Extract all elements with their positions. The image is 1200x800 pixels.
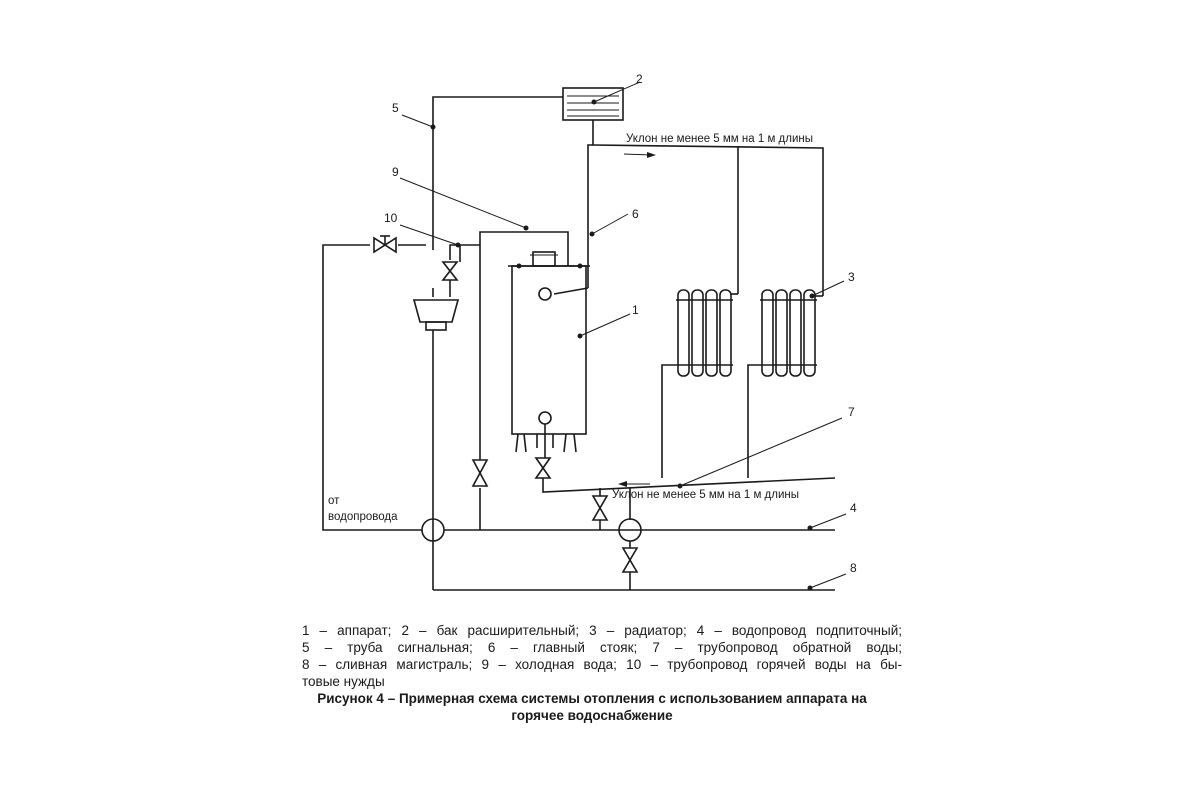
legend-line: товые нужды — [302, 674, 385, 689]
valve-symbol — [534, 457, 552, 479]
callout-1: 1 — [632, 303, 639, 317]
supply-line-top — [592, 144, 824, 297]
water-supply-label-line2: водопровода — [328, 511, 398, 523]
leader-lines — [399, 81, 847, 591]
legend-line: 1 – аппарат; 2 – бак расширительный; 3 –… — [302, 623, 902, 638]
callout-6: 6 — [632, 207, 639, 221]
flow-arrow-top — [623, 152, 656, 158]
callout-8: 8 — [850, 561, 857, 575]
figure-legend: 1 – аппарат; 2 – бак расширительный; 3 –… — [302, 622, 902, 724]
water-supply-pipe — [322, 244, 426, 531]
callout-2: 2 — [636, 72, 643, 86]
valve-symbol — [373, 235, 397, 254]
callout-4: 4 — [850, 501, 857, 515]
valve-symbol — [441, 261, 459, 281]
callout-10: 10 — [384, 211, 398, 225]
water-supply-label-line1: от — [328, 495, 340, 507]
main-riser — [553, 120, 594, 295]
return-line — [542, 364, 836, 493]
cold-water-pipe — [479, 231, 569, 266]
slope-note-bottom: Уклон не менее 5 мм на 1 м длины — [612, 489, 799, 501]
makeup-water-line — [421, 518, 835, 542]
drain-connector — [599, 488, 642, 590]
figure-caption-line1: Рисунок 4 – Примерная схема системы отоп… — [317, 691, 867, 706]
figure-caption-line2: горячее водоснабжение — [511, 708, 673, 723]
callout-9: 9 — [392, 165, 399, 179]
callout-5: 5 — [392, 101, 399, 115]
valve-symbol — [471, 459, 489, 487]
valve-symbol — [591, 495, 609, 521]
flow-arrow-bottom — [618, 481, 650, 487]
signal-pipe — [432, 96, 563, 297]
slope-note-top: Уклон не менее 5 мм на 1 м длины — [626, 133, 813, 145]
apparatus — [508, 251, 590, 458]
valve-symbol — [621, 547, 639, 573]
radiator-right — [760, 289, 817, 377]
radiator-left — [676, 289, 733, 377]
hot-water-pipe — [449, 244, 480, 297]
callout-3: 3 — [848, 270, 855, 284]
mixer-unit — [412, 299, 460, 590]
callout-7: 7 — [848, 405, 855, 419]
legend-line: 8 – сливная магистраль; 9 – холодная вод… — [302, 657, 902, 672]
legend-line: 5 – труба сигнальная; 6 – главный стояк;… — [302, 640, 902, 655]
